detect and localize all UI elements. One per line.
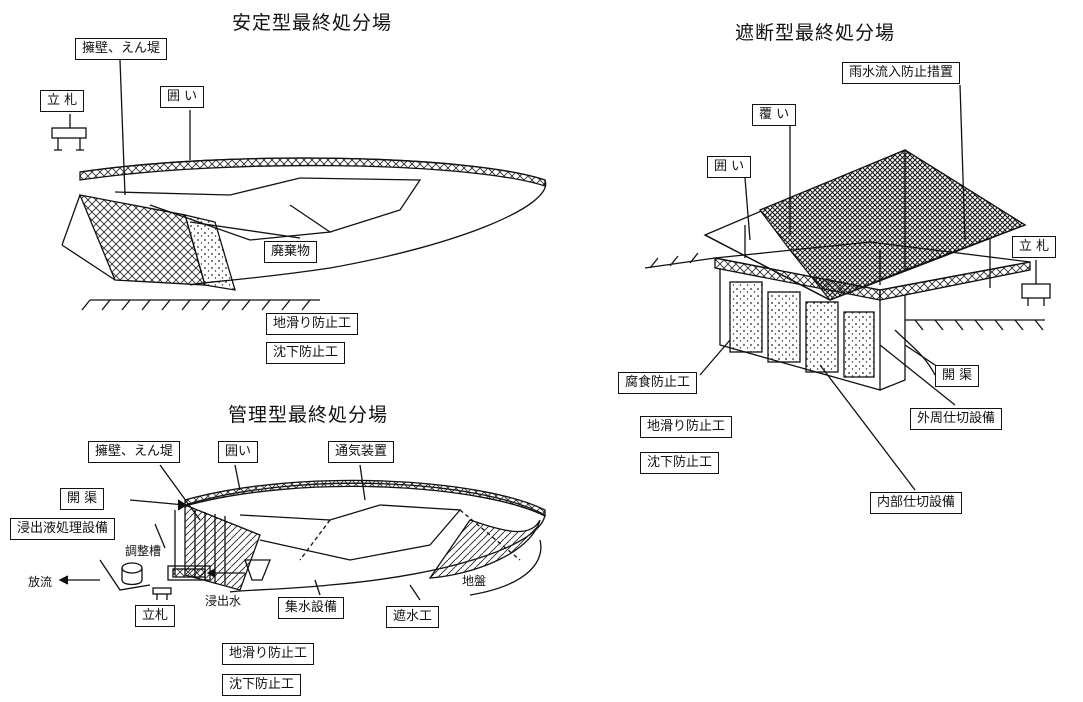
kanrigata-horyu-label: 放流 [28,575,53,589]
kanrigata-choseiso-label: 調整槽 [125,544,162,558]
anteigata-chinka-label: 沈下防止工 [266,342,346,364]
shadangata-usui-label: 雨水流入防止措置 [842,62,961,84]
kanrigata-jiban-label: 地盤 [462,574,487,588]
anteigata-tatefuda-label: 立 札 [40,90,85,112]
anteigata-title: 安定型最終処分場 [232,12,393,34]
kanrigata-kakoi-label: 囲い [218,441,259,463]
kanrigata-tatefuda-label: 立札 [135,605,176,627]
anteigata-kakoi-label: 囲 い [160,86,205,108]
shadangata-gaishu-label: 外周仕切設備 [910,408,1003,430]
shadangata-tatefuda-label: 立 札 [1012,236,1057,258]
shadangata-kakoi-label: 囲 い [707,156,752,178]
kanrigata-tsuuki-label: 通気装置 [328,441,395,463]
shadangata-naibu-label: 内部仕切設備 [870,492,963,514]
shadangata-jisuberi-label: 地滑り防止工 [640,416,733,438]
anteigata-haikibutsu-label: 廃棄物 [264,241,318,263]
anteigata-jisuberi-label: 地滑り防止工 [266,313,359,335]
kanrigata-chinka-label: 沈下防止工 [222,674,302,696]
kanrigata-shasuiko-label: 遮水工 [386,606,440,628]
shadangata-kaikyo-label: 開 渠 [935,365,980,387]
kanrigata-shinshutsusui-label: 浸出水 [205,594,242,608]
shadangata-drawing [644,84,1051,491]
shadangata-fushoku-label: 腐食防止工 [618,372,698,394]
shadangata-chinka-label: 沈下防止工 [640,452,720,474]
kanrigata-kaikyo-label: 開 渠 [60,488,105,510]
kanrigata-title: 管理型最終処分場 [228,404,389,426]
kanrigata-jisuberi-label: 地滑り防止工 [222,643,315,665]
kanrigata-drawing [58,464,546,601]
kanrigata-shinshutsueki-label: 浸出液処理設備 [10,518,116,540]
shadangata-ooi-label: 覆 い [752,104,797,126]
shadangata-title: 遮断型最終処分場 [735,22,896,44]
kanrigata-yoheki-label: 擁壁、えん堤 [88,441,181,463]
anteigata-yoheki-label: 擁壁、えん堤 [75,38,168,60]
anteigata-drawing [51,59,547,311]
kanrigata-shusui-label: 集水設備 [278,597,345,619]
